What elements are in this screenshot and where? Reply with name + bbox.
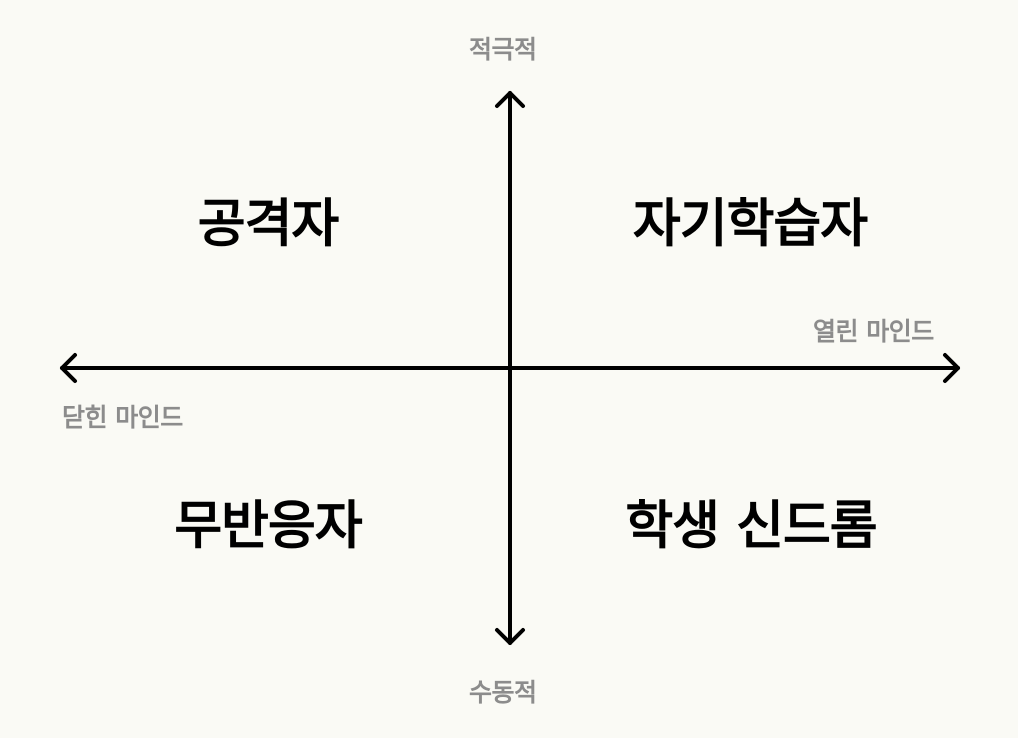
arrow-left-icon xyxy=(60,353,77,383)
arrow-down-icon xyxy=(495,628,525,645)
quadrant-self-learner: 자기학습자 xyxy=(632,194,868,255)
arrow-up-icon xyxy=(495,91,525,108)
horizontal-axis-arrow xyxy=(60,353,960,383)
axis-label-closed-mind: 닫힌 마인드 xyxy=(62,403,183,432)
axis-label-open-mind: 열린 마인드 xyxy=(813,317,934,346)
arrow-right-icon xyxy=(943,353,960,383)
axis-label-active: 적극적 xyxy=(469,35,537,64)
quadrant-student-syndrome: 학생 신드롬 xyxy=(625,496,877,557)
axis-label-passive: 수동적 xyxy=(469,678,537,707)
quadrant-non-responder: 무반응자 xyxy=(174,496,362,557)
quadrant-attacker: 공격자 xyxy=(197,194,340,255)
